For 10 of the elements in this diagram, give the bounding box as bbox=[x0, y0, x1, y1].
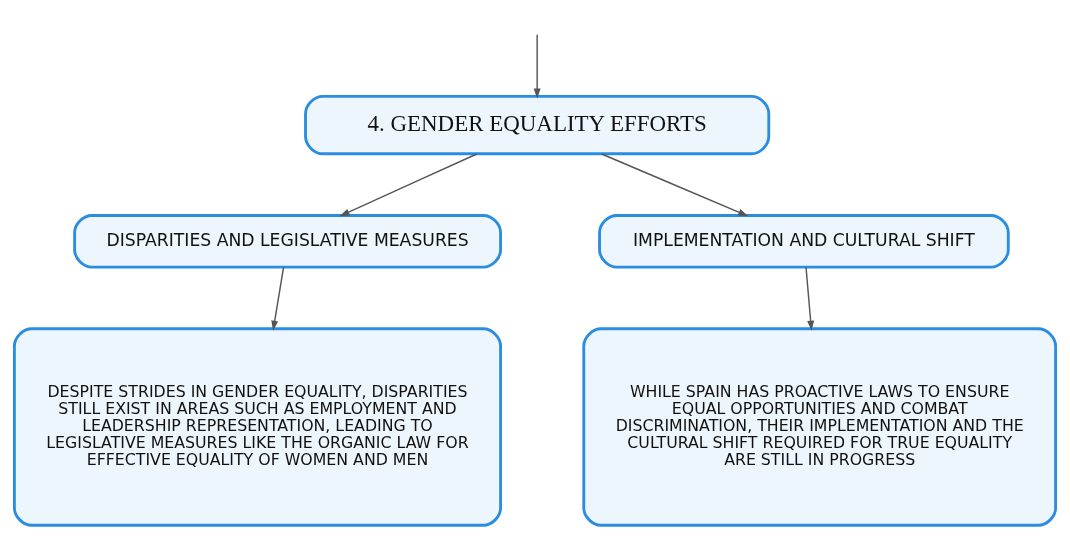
node-box: IMPLEMENTATION AND CULTURAL SHIFT bbox=[598, 213, 1010, 269]
arrow bbox=[805, 266, 815, 331]
arrow bbox=[533, 33, 541, 98]
arrow bbox=[601, 152, 749, 216]
arrow bbox=[339, 152, 478, 216]
node-box: DISPARITIES AND LEGISLATIVE MEASURES bbox=[73, 213, 502, 269]
node-box: DESPITE STRIDES IN GENDER EQUALITY, DISPARITIES STILL EXIST IN AREAS SUCH AS EMPLOYMENT AND LEADERSHIP REPRESENTATION, LEADING TO LEGISLATIVE MEASURES LIKE THE ORGANIC LAW FOR EFFECTIVE EQUALITY OF WOMEN AND MEN bbox=[12, 326, 502, 527]
node-box: 4. GENDER EQUALITY EFFORTS bbox=[304, 94, 771, 155]
node-box: WHILE SPAIN HAS PROACTIVE LAWS TO ENSURE EQUAL OPPORTUNITIES AND COMBAT DISCRIMINATION, THEIR IMPLEMENTATION AND THE CULTURAL SHIFT REQUIRED FOR TRUE EQUALITY ARE STILL IN PROGRESS bbox=[582, 326, 1058, 527]
arrow bbox=[271, 266, 285, 331]
